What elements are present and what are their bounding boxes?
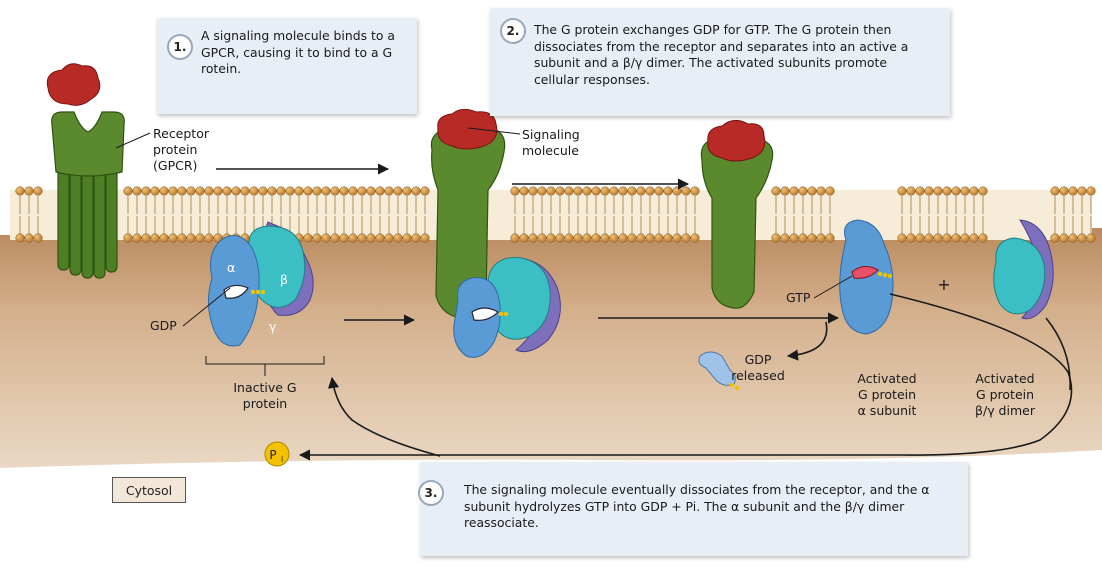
- beta-label: β: [280, 272, 288, 287]
- pathway-arrows: [216, 163, 1073, 461]
- gdp-released-line1: GDP: [745, 352, 772, 367]
- activated-receptor-complex: [430, 108, 561, 358]
- cell-membrane: [10, 186, 1096, 243]
- arrow-reassociation-alpha: [298, 293, 1073, 461]
- pi-subscript: i: [281, 455, 283, 464]
- cytosol-region: [0, 228, 1102, 468]
- activated-alpha-subunit: [839, 219, 894, 335]
- signaling-label-line2: molecule: [522, 143, 579, 158]
- step2-number: 2.: [500, 18, 526, 44]
- receptor-after-dissociation: [700, 120, 774, 309]
- pi-label: P: [269, 448, 276, 462]
- phosphate-pi: P i: [264, 441, 290, 467]
- inactive-label-line2: protein: [243, 396, 287, 411]
- step1-callout: 1. A signaling molecule binds to a GPCR,…: [157, 18, 417, 114]
- activated-beta-line3: β/γ dimer: [975, 403, 1036, 418]
- inactive-label-line1: Inactive G: [233, 380, 296, 395]
- step3-number: 3.: [418, 480, 444, 506]
- gamma-label: γ: [269, 319, 277, 334]
- signaling-label-line1: Signaling: [522, 127, 580, 142]
- step3-text: The signaling molecule eventually dissoc…: [464, 482, 930, 530]
- gdp-label: GDP: [150, 318, 177, 333]
- step1-number: 1.: [167, 34, 193, 60]
- signaling-molecule-free: [46, 63, 101, 106]
- activated-beta-line2: G protein: [976, 387, 1034, 402]
- arrow-gdp-release: [786, 321, 828, 361]
- arrow-reassociation-dimer: [1045, 317, 1071, 391]
- membrane-heads-top: [15, 186, 1096, 214]
- receptor-label-line1: Receptor: [153, 126, 210, 141]
- step3-callout: 3. The signaling molecule eventually dis…: [418, 462, 968, 556]
- step1-text: A signaling molecule binds to a GPCR, ca…: [201, 28, 395, 76]
- activated-beta-gamma-dimer: [993, 219, 1054, 320]
- receptor-label-line2: protein: [153, 142, 197, 157]
- activated-alpha-line1: Activated: [857, 371, 916, 386]
- inactive-g-protein: [208, 221, 314, 347]
- alpha-label: α: [227, 260, 235, 275]
- plus-sign: +: [937, 275, 950, 294]
- activated-alpha-line3: α subunit: [858, 403, 917, 418]
- activated-beta-line1: Activated: [975, 371, 1034, 386]
- activated-alpha-line2: G protein: [858, 387, 916, 402]
- gdp-released-line2: released: [731, 368, 785, 383]
- cytosol-label: Cytosol: [112, 477, 186, 503]
- step2-text: The G protein exchanges GDP for GTP. The…: [534, 22, 909, 87]
- receptor-label-line3: (GPCR): [153, 158, 197, 173]
- arrow-return-to-inactive: [327, 376, 441, 457]
- released-gdp: [698, 351, 740, 391]
- gpcr-receptor-stage1: [51, 111, 125, 279]
- step2-callout: 2. The G protein exchanges GDP for GTP. …: [490, 8, 950, 116]
- leader-lines: [115, 127, 853, 376]
- gtp-label: GTP: [786, 290, 811, 305]
